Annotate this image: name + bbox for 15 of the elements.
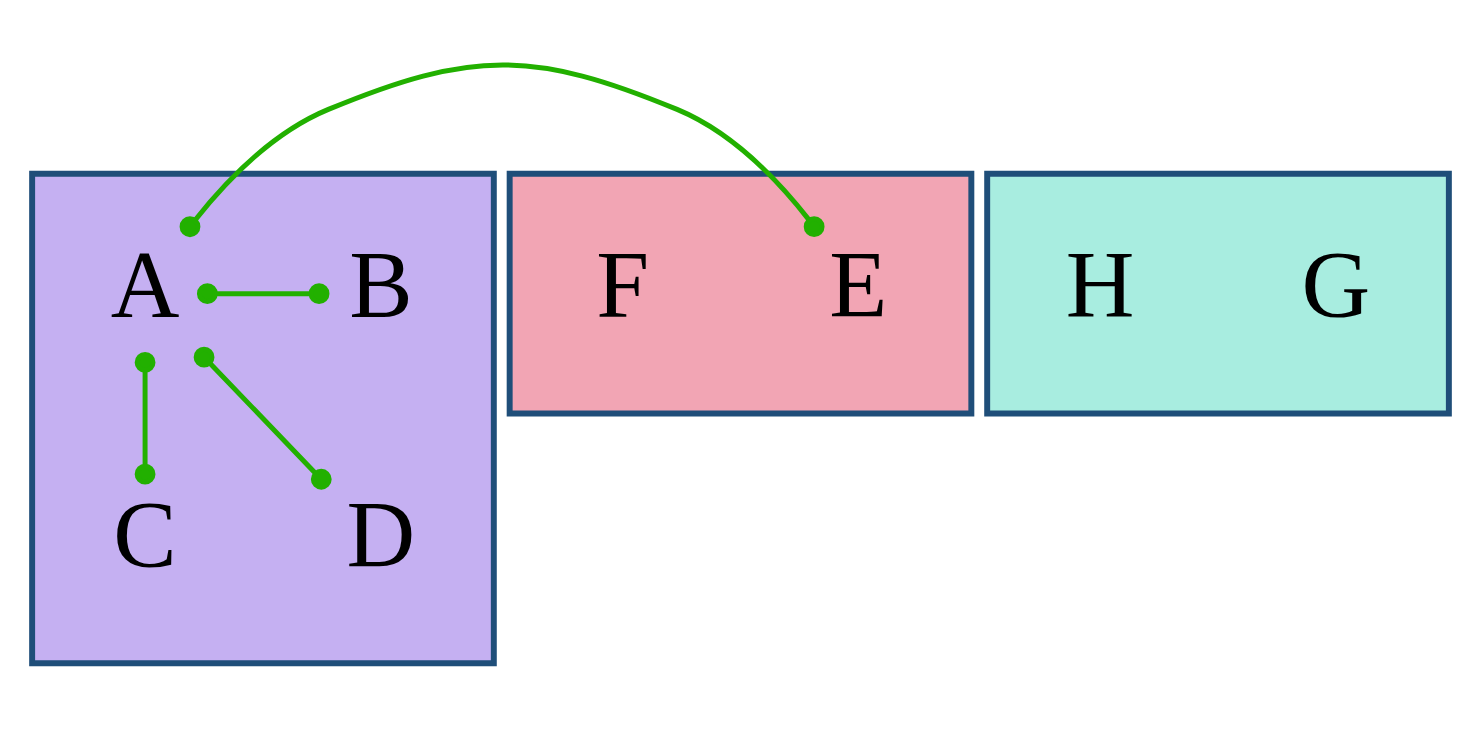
cluster — [984, 170, 1452, 417]
connector — [179, 62, 825, 238]
node-text: C — [113, 481, 177, 588]
node-text: B — [349, 232, 413, 339]
connector — [134, 352, 156, 485]
node-text: D — [346, 481, 416, 588]
cluster — [506, 170, 975, 417]
cluster — [29, 170, 497, 667]
node-text: E — [829, 232, 888, 339]
node-text: F — [596, 232, 650, 339]
connector — [196, 283, 330, 305]
node-text: A — [110, 232, 180, 339]
node-text: H — [1065, 232, 1135, 339]
connector — [193, 346, 332, 490]
node-text: G — [1301, 232, 1371, 339]
